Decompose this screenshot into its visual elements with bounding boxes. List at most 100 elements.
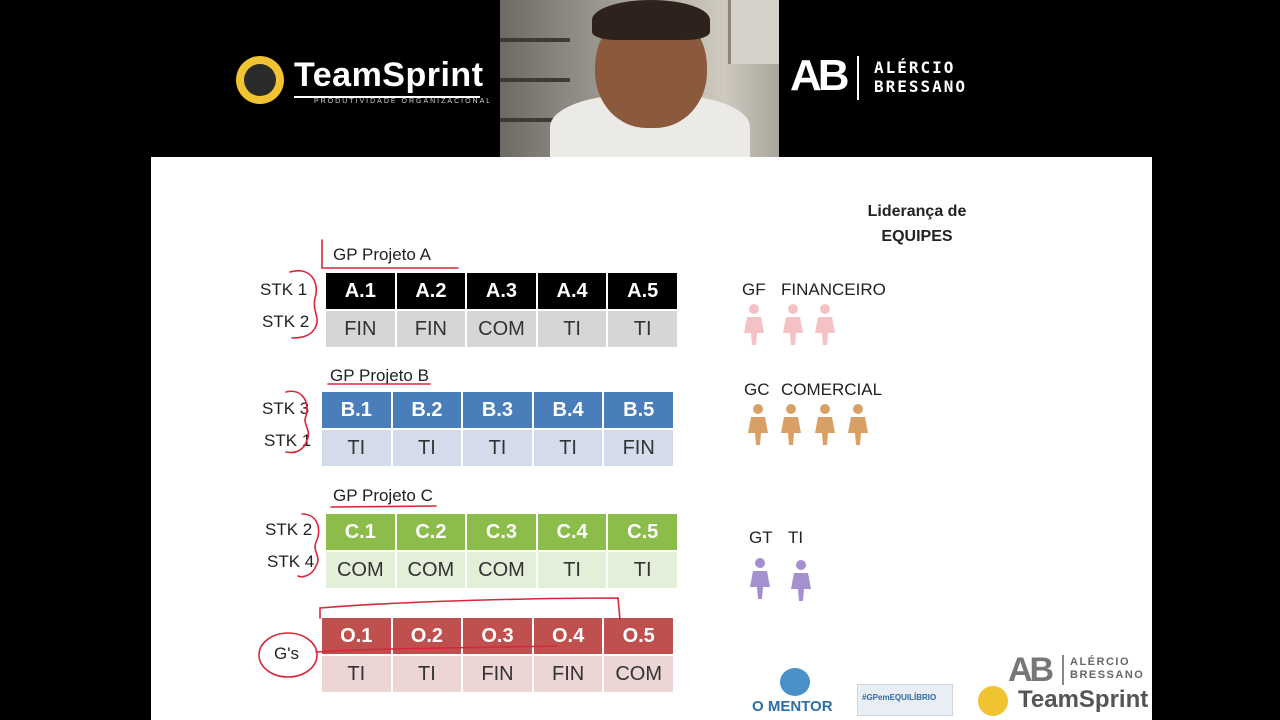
ink-brace-project-c (297, 513, 320, 578)
presenter-video (500, 0, 779, 157)
table-header-cell: B.4 (533, 392, 603, 428)
team-gf-code: GF (742, 280, 766, 299)
table-value-cell: COM (396, 552, 466, 588)
ab-footer-mark: AB (1008, 651, 1054, 689)
person-icon (848, 404, 868, 445)
table-value-cell: TI (463, 430, 532, 466)
ink-bracket-gs (319, 597, 621, 621)
table-header-cell: A.3 (467, 273, 536, 309)
project-c-label: GP Projeto C (333, 486, 433, 505)
project-c-stk2: STK 4 (267, 552, 315, 571)
team-gf-name: FINANCEIRO (781, 280, 886, 299)
table-header-cell: B.5 (604, 392, 673, 428)
person-icon (748, 404, 768, 445)
ink-underline-project-a (321, 239, 459, 269)
table-header-cell: C.5 (608, 514, 677, 550)
project-a-stk2: STK 2 (262, 312, 310, 331)
project-a-stk1: STK 1 (260, 280, 308, 299)
project-a-table: A.1 A.2 A.3 A.4 A.5 FIN FIN COM TI TI (326, 273, 677, 347)
table-value-cell: TI (608, 311, 677, 347)
alercio-bressano-footer-logo: AB ALÉRCIO BRESSANO TeamSprint (978, 651, 1149, 718)
table-value-cell: TI (537, 311, 607, 347)
table-header-cell: A.1 (326, 273, 395, 309)
table-value-cell: COM (467, 311, 536, 347)
table-header-cell: C.3 (467, 514, 536, 550)
project-a-label: GP Projeto A (333, 245, 431, 264)
ab-name-line1: ALÉRCIO (874, 58, 956, 77)
table-value-cell: COM (326, 552, 395, 588)
table-value-cell: TI (322, 656, 391, 692)
teamsprint-footer-emblem-icon (978, 686, 1008, 716)
table-value-cell: FIN (326, 311, 395, 347)
ink-line-gs (315, 645, 557, 653)
person-icon (744, 304, 764, 345)
table-header-cell: O.1 (322, 618, 391, 654)
project-b-stk2: STK 1 (264, 431, 312, 450)
person-icon (750, 558, 770, 599)
gp-equilibrio-text: #GPemEQUILÍBRIO (862, 693, 937, 702)
person-icon (781, 404, 801, 445)
table-value-cell: FIN (463, 656, 532, 692)
ab-footer-name-line2: BRESSANO (1070, 669, 1145, 681)
table-value-cell: TI (392, 656, 462, 692)
table-value-cell: FIN (604, 430, 673, 466)
project-b-table: B.1 B.2 B.3 B.4 B.5 TI TI TI TI FIN (322, 392, 673, 466)
wall-picture (728, 0, 779, 64)
table-value-cell: TI (608, 552, 677, 588)
o-mentor-logo: O MENTOR (752, 668, 842, 718)
ab-footer-name-line1: ALÉRCIO (1070, 656, 1130, 668)
table-header-cell: C.1 (326, 514, 395, 550)
table-value-cell: FIN (533, 656, 603, 692)
teamsprint-logo: TeamSprint PRODUTIVIDADE ORGANIZACIONAL (236, 56, 490, 112)
table-header-cell: B.2 (392, 392, 462, 428)
project-b-label: GP Projeto B (330, 366, 429, 385)
teamsprint-tagline: PRODUTIVIDADE ORGANIZACIONAL (314, 98, 493, 105)
person-icon (791, 560, 811, 601)
person-icon (783, 304, 803, 345)
project-b-stk1: STK 3 (262, 399, 310, 418)
ink-brace-project-b (285, 390, 310, 454)
gp-equilibrio-logo: #GPemEQUILÍBRIO (857, 684, 953, 716)
mentor-text: O MENTOR (752, 698, 833, 715)
team-gt-code: GT (749, 528, 773, 547)
person-icon (815, 304, 835, 345)
presenter-hair (592, 0, 710, 40)
alercio-bressano-logo: AB ALÉRCIO BRESSANO (790, 52, 965, 102)
teamsprint-wordmark: TeamSprint (294, 56, 484, 94)
project-c-stk1: STK 2 (265, 520, 313, 539)
table-value-cell: TI (392, 430, 462, 466)
ab-footer-name: ALÉRCIO BRESSANO (1070, 656, 1144, 682)
table-value-cell: TI (322, 430, 391, 466)
table-header-cell: B.3 (463, 392, 532, 428)
leadership-title: Liderança de EQUIPES (857, 199, 977, 249)
person-icon (815, 404, 835, 445)
ab-name-line2: BRESSANO (874, 77, 968, 96)
logo-divider (857, 56, 859, 100)
table-value-cell: FIN (396, 311, 466, 347)
table-value-cell: TI (537, 552, 607, 588)
leadership-title-line2: EQUIPES (881, 228, 953, 245)
table-header-cell: A.5 (608, 273, 677, 309)
project-c-table: C.1 C.2 C.3 C.4 C.5 COM COM COM TI TI (326, 514, 677, 588)
table-value-cell: TI (533, 430, 603, 466)
table-header-cell: A.4 (537, 273, 607, 309)
team-gt-name: TI (788, 528, 804, 547)
gs-label: G's (274, 644, 299, 663)
teamsprint-footer-wordmark: TeamSprint (1018, 686, 1149, 713)
table-value-cell: COM (467, 552, 536, 588)
ink-underline-project-c (330, 505, 437, 508)
ink-circle-gs (258, 632, 318, 678)
team-gc-code: GC (744, 380, 770, 399)
leadership-title-line1: Liderança de (867, 203, 967, 220)
mentor-icon (780, 668, 810, 696)
ab-footer-divider (1062, 655, 1064, 685)
table-header-cell: O.4 (533, 618, 603, 654)
teamsprint-underline (294, 96, 480, 98)
table-header-cell: O.5 (604, 618, 673, 654)
table-header-cell: B.1 (322, 392, 391, 428)
ink-brace-project-a (289, 269, 318, 339)
table-header-cell: C.2 (396, 514, 466, 550)
table-header-cell: C.4 (537, 514, 607, 550)
table-value-cell: COM (604, 656, 673, 692)
